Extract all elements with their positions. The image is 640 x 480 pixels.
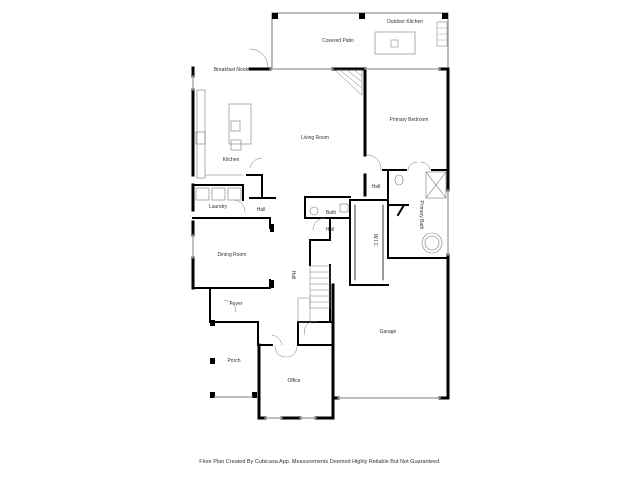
label-foyer: Foyer (230, 301, 243, 307)
label-bath: Bath (326, 210, 337, 216)
label-primary-bedroom: Primary Bedroom (390, 117, 429, 123)
label-hall-laundry: Hall (257, 207, 266, 213)
label-hall-main: Hall (290, 271, 296, 280)
label-hall-primary: Hall (372, 184, 381, 190)
label-dining-room: Dining Room (218, 252, 247, 258)
footer-disclaimer: Floor Plan Created By Cubicasa App. Meas… (199, 459, 441, 465)
label-garage: Garage (380, 329, 397, 335)
stairs (297, 69, 363, 323)
label-primary-bath: Primary Bath (418, 201, 424, 230)
porch-columns (210, 224, 274, 398)
label-porch: Porch (227, 358, 240, 364)
room-labels: Covered Patio Outdoor Kitchen Breakfast … (209, 19, 428, 384)
windows (192, 68, 449, 419)
kitchen-fixtures (195, 89, 252, 201)
bath-fixtures (309, 171, 447, 254)
label-outdoor-kitchen: Outdoor Kitchen (387, 19, 423, 25)
label-kitchen: Kitchen (223, 157, 240, 163)
doors (223, 48, 431, 358)
label-breakfast-nook: Breakfast Nook (214, 67, 249, 73)
label-laundry: Laundry (209, 204, 228, 210)
label-wic: W.I.C (372, 234, 378, 247)
label-hall-bath: Hall (326, 227, 335, 233)
label-office: Office (288, 378, 301, 384)
label-living-room: Living Room (301, 135, 329, 141)
label-covered-patio: Covered Patio (322, 38, 354, 44)
